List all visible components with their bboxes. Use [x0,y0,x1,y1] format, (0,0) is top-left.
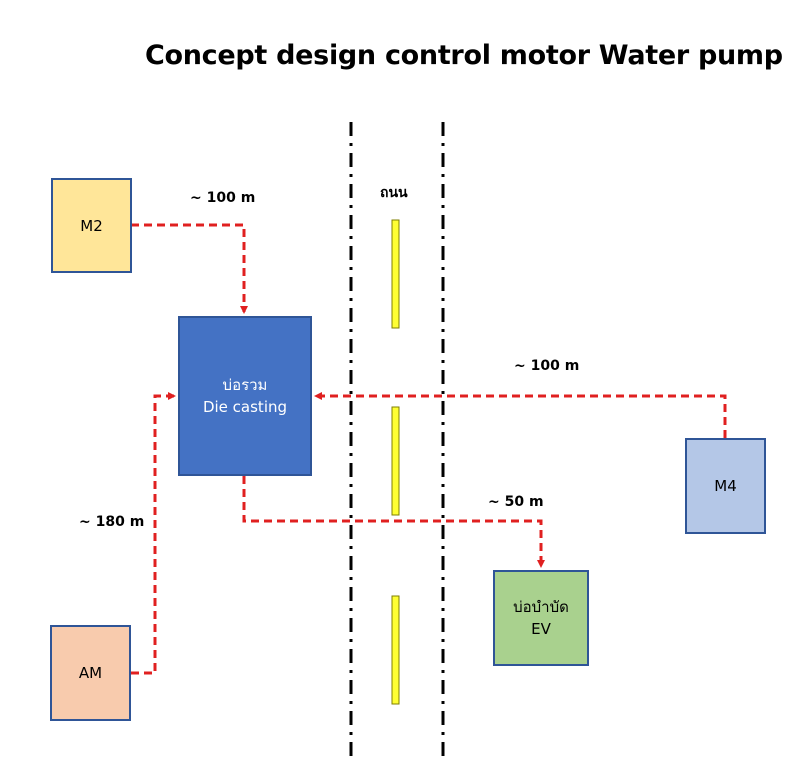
road-label: ถนน [380,185,408,201]
pipe-am-to-die [131,392,176,675]
node-m4-label: M4 [714,477,737,495]
node-ev-line1: บ่อบำบัด [513,598,569,616]
distance-am: ~ 180 m [79,514,145,530]
node-am-label: AM [78,664,103,682]
node-m2: M2 [51,178,132,273]
node-die-casting: บ่อรวม Die casting [178,316,312,476]
road-marker-3 [391,595,400,705]
node-die-casting-line1: บ่อรวม [222,376,268,394]
node-ev-line2: EV [531,620,551,638]
pipe-m2-to-die [131,223,248,314]
pipe-m4-to-die [314,392,727,438]
road-marker-2 [391,406,400,516]
node-die-casting-line2: Die casting [202,398,288,416]
node-ev: บ่อบำบัด EV [493,570,589,666]
distance-m2: ~ 100 m [190,190,256,206]
node-m2-label: M2 [80,216,103,235]
node-am: AM [50,625,131,721]
page-title: Concept design control motor Water pump [145,40,783,71]
distance-m4: ~ 100 m [514,358,580,374]
node-m4: M4 [685,438,766,534]
pipe-die-to-ev [242,476,545,568]
distance-ev: ~ 50 m [488,494,544,510]
road-marker-1 [391,219,400,329]
